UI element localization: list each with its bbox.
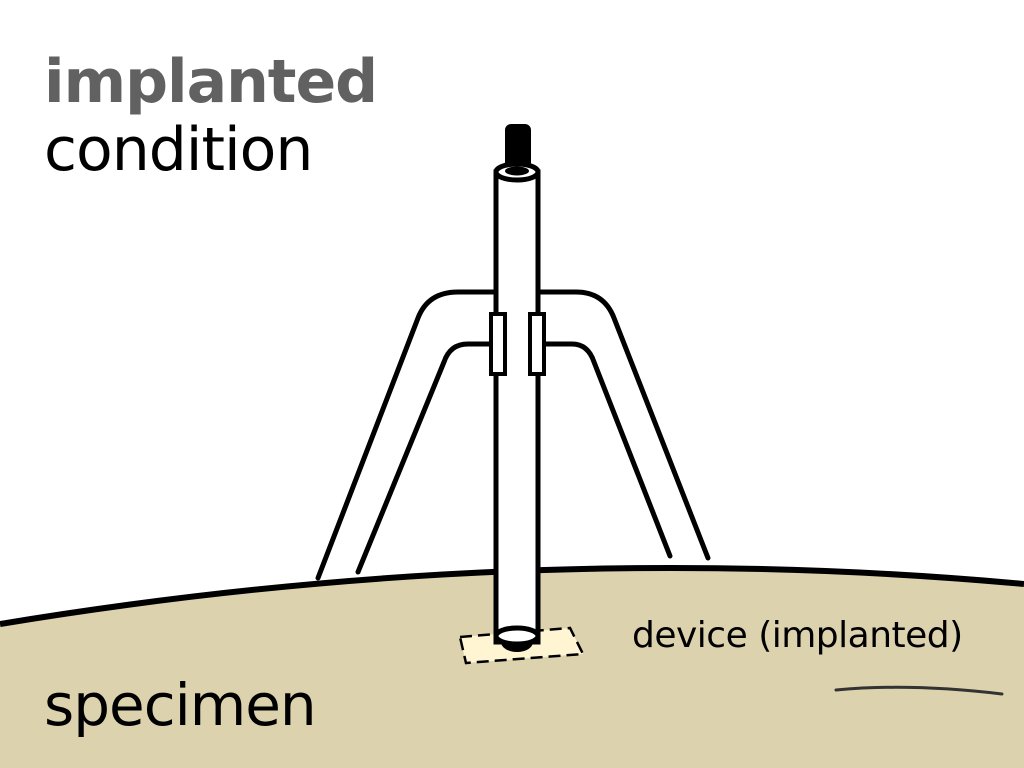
device-cable-end: [505, 166, 529, 176]
title-condition: condition: [44, 115, 313, 185]
device-label: device (implanted): [632, 615, 963, 656]
device-bottom-edge: [493, 625, 541, 647]
specimen-label: specimen: [44, 671, 317, 739]
left-clamp: [489, 312, 507, 376]
right-clamp: [528, 312, 546, 376]
title-implanted: implanted: [44, 47, 378, 117]
specimen-body: [0, 567, 1024, 768]
device-callout-line: [834, 685, 1004, 696]
device-shaft: [493, 169, 541, 645]
